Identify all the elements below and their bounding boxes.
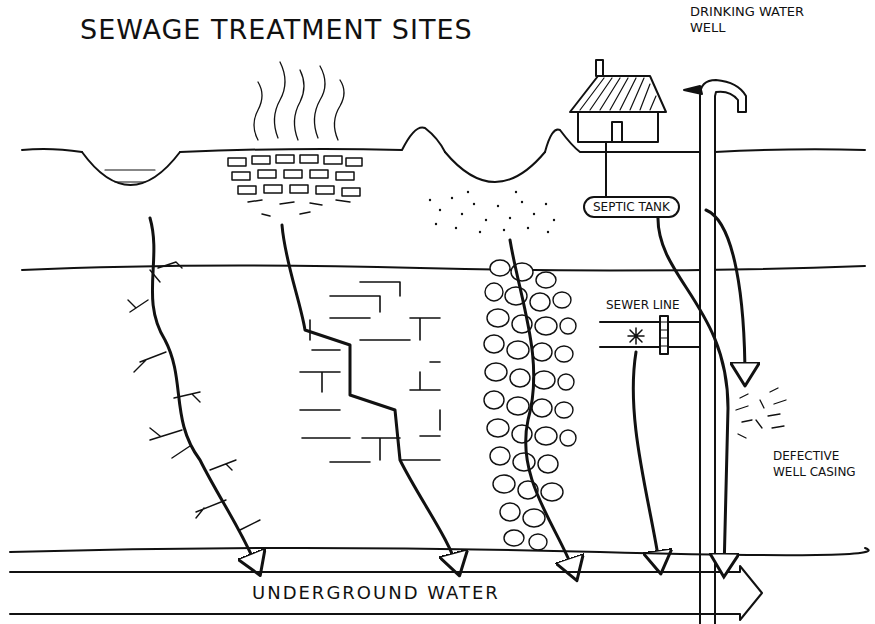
casing-label: DEFECTIVE WELL CASING	[773, 448, 857, 480]
node-text: UNDERGROUND WATER	[252, 573, 738, 613]
septic-tank-box: SEPTIC TANK	[583, 196, 680, 218]
node-text: SEPTIC TANK	[593, 200, 670, 214]
underground-water-band: UNDERGROUND WATER	[12, 573, 738, 613]
diagram-title: SEWAGE TREATMENT SITES	[80, 14, 473, 45]
seepage-arrow	[658, 218, 728, 571]
sewer-line-label: SEWER LINE	[606, 298, 680, 312]
well-label: DRINKING WATER WELL	[690, 4, 815, 36]
